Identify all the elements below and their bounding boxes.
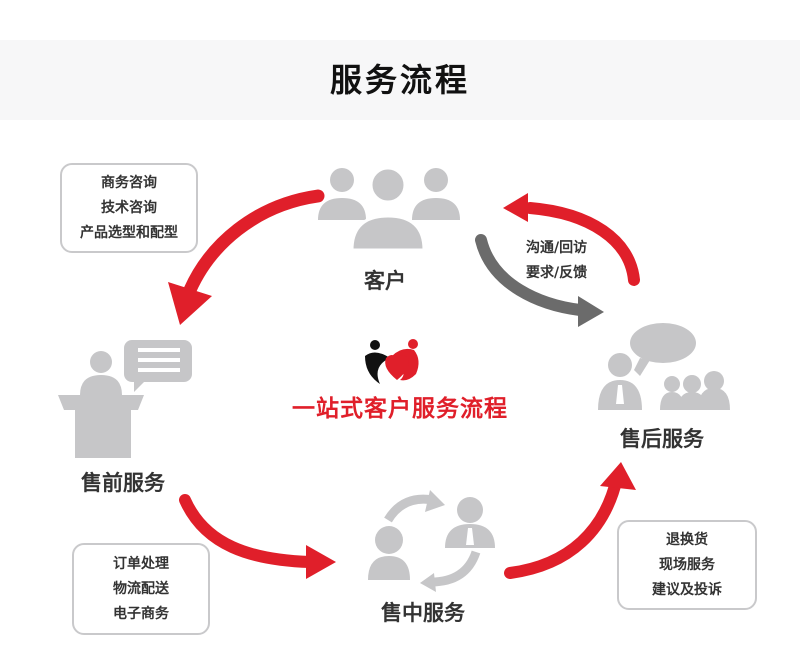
header-band [0,40,800,120]
box-item: 订单处理 [113,555,169,572]
support-chat-icon [598,323,730,410]
heart-people-logo-icon [365,339,419,384]
in-sales-items-box: 订单处理 物流配送 电子商务 [72,543,210,635]
node-in-sales-label: 售中服务 [381,601,465,625]
box-item: 退换货 [666,531,708,548]
arrow-aftersales-to-customer [503,193,640,286]
box-item: 现场服务 [659,556,715,573]
customer-group-icon [318,166,460,252]
arrow-presales-to-insales [179,494,336,579]
feedback-line: 要求/反馈 [526,265,588,281]
page-title: 服务流程 [329,61,470,99]
customer-feedback-note: 沟通/回访 要求/反馈 [526,236,587,286]
box-item: 产品选型和配型 [80,224,178,241]
feedback-line: 沟通/回访 [526,240,588,256]
node-after-sales-label: 售后服务 [620,427,704,451]
box-item: 技术咨询 [101,199,157,216]
node-pre-sales-label: 售前服务 [81,471,165,495]
exchange-people-icon [368,490,495,592]
arrow-insales-to-aftersales [504,462,636,579]
arrow-customer-to-presales [168,189,325,325]
arrow-customer-to-aftersales [475,234,604,327]
box-item: 物流配送 [113,580,169,597]
box-item: 建议及投诉 [652,581,722,598]
box-item: 商务咨询 [101,174,157,191]
after-sales-items-box: 退换货 现场服务 建议及投诉 [617,520,757,610]
pre-sales-items-box: 商务咨询 技术咨询 产品选型和配型 [60,163,198,253]
box-item: 电子商务 [113,605,169,622]
node-customer-label: 客户 [364,269,406,293]
speaker-podium-icon [58,340,192,458]
center-title: 一站式客户服务流程 [292,396,508,422]
